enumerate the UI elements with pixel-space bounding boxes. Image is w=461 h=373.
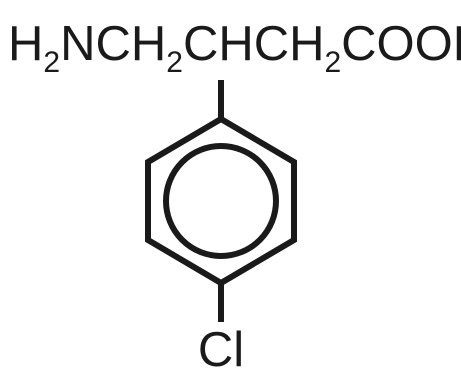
formula-subscript-1: 2 (43, 46, 60, 79)
formula-part-chch: CHCH (183, 17, 325, 71)
formula-subscript-2: 2 (166, 46, 183, 79)
formula-part-nch: NCH (60, 17, 166, 71)
formula-subscript-3: 2 (324, 46, 341, 79)
aromatic-circle (163, 143, 279, 259)
formula-part-cooh: COOH (341, 17, 461, 71)
formula-chain: H2NCH2CHCH2COOH (8, 17, 461, 79)
chlorine-label: Cl (198, 323, 244, 373)
formula-part-h: H (8, 17, 43, 71)
